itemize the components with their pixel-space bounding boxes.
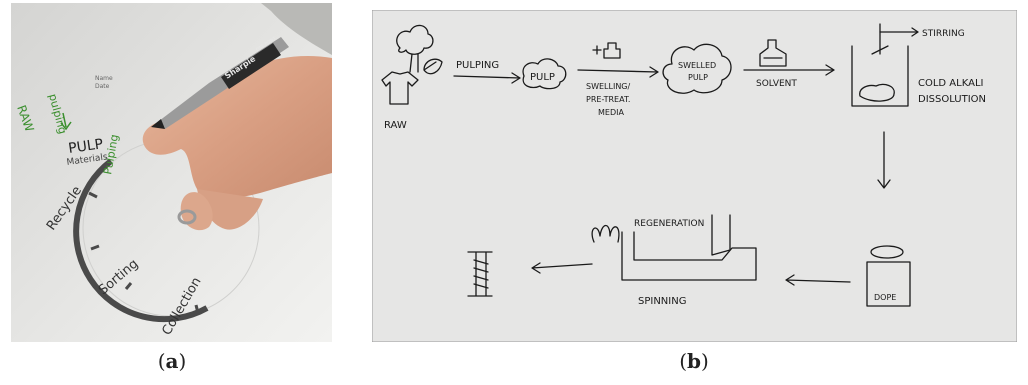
arrow-down-to-dope xyxy=(877,131,891,189)
arrow-dope-to-spinning xyxy=(785,274,851,286)
raw-label: RAW xyxy=(384,120,407,131)
regeneration-label: REGENERATION xyxy=(634,219,704,229)
raw-materials-sketch xyxy=(381,24,443,105)
caption-b-letter: b xyxy=(687,349,701,373)
photo-panel-a: RAW pulping Pulping PULP Materials Name … xyxy=(11,3,332,342)
sketch-panel-b: RAW PULPING PULP SWELLING/ PRE-TREAT. ME… xyxy=(372,10,1017,342)
swelled-label-1: SWELLED xyxy=(678,61,716,70)
arrow-swelled-to-dissolution xyxy=(743,64,835,76)
hand xyxy=(142,3,332,231)
solvent-flask-icon xyxy=(759,39,787,67)
plus-sign xyxy=(592,45,602,55)
pulp-label: PULP xyxy=(67,136,104,157)
spinning-label: SPINNING xyxy=(638,296,686,307)
dissolution-label: DISSOLUTION xyxy=(918,94,986,105)
fiber-spool xyxy=(467,251,493,297)
swelling-label-1: SWELLING/ xyxy=(586,82,631,91)
swelled-label-2: PULP xyxy=(688,73,708,82)
arrow-pulp-to-swelled xyxy=(577,66,659,78)
process-sketch: RAW PULPING PULP SWELLING/ PRE-TREAT. ME… xyxy=(372,10,1017,342)
pulping-label: PULPING xyxy=(456,60,499,71)
hand-drawing-photo: RAW pulping Pulping PULP Materials Name … xyxy=(11,3,332,342)
solvent-label: SOLVENT xyxy=(756,79,797,89)
arrow-raw-to-pulp xyxy=(453,72,521,84)
dissolution-beaker xyxy=(851,23,919,107)
dope-label: DOPE xyxy=(874,293,896,302)
pulp-cloud xyxy=(522,58,567,90)
swelling-label-3: MEDIA xyxy=(598,108,624,117)
swelling-label-2: PRE-TREAT. xyxy=(586,95,630,104)
sharpie-marker: Sharpie FINE POINT xyxy=(151,35,289,129)
sheet-date-label: Date xyxy=(95,83,110,90)
green-arrow xyxy=(60,112,72,131)
pulp-label-b: PULP xyxy=(530,72,555,83)
dope-container xyxy=(866,245,911,307)
arrow-spinning-to-spool xyxy=(531,262,593,274)
caption-a-letter: a xyxy=(165,349,179,373)
swelled-pulp-cloud xyxy=(662,43,732,94)
caption-b: (b) xyxy=(679,349,709,373)
ring xyxy=(177,209,197,225)
spinning-bath xyxy=(591,214,757,281)
cold-alkali-label: COLD ALKALI xyxy=(918,78,983,89)
stirring-label: STIRRING xyxy=(922,29,965,39)
wheel-tick-marks xyxy=(88,191,200,314)
caption-a: (a) xyxy=(157,349,187,373)
pretreat-bottle-icon xyxy=(603,42,621,59)
process-wheel-arc xyxy=(73,158,209,323)
sheet-name-label: Name xyxy=(95,75,113,82)
